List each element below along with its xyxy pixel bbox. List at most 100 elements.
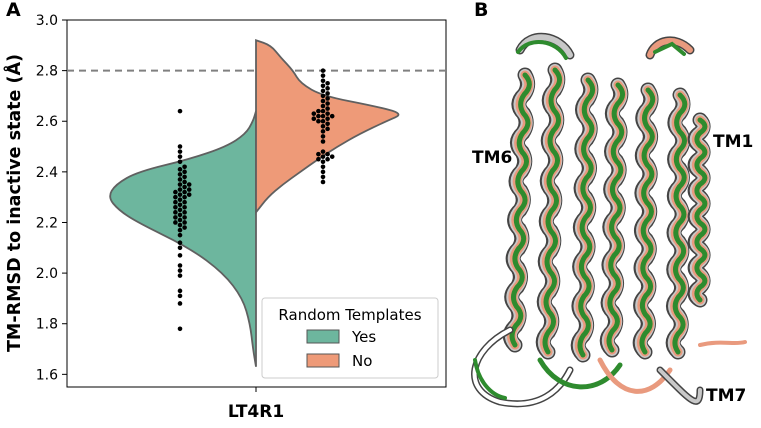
data-point-yes: [186, 192, 192, 197]
data-point-yes: [177, 154, 183, 159]
violin-yes: [109, 110, 257, 367]
data-point-yes: [182, 194, 187, 200]
legend-title: Random Templates: [278, 306, 421, 324]
data-point-no: [320, 164, 326, 170]
legend-label-yes: Yes: [351, 328, 376, 346]
data-point-no: [320, 174, 326, 180]
y-tick-label: 2.0: [36, 266, 58, 282]
data-point-no: [320, 159, 326, 165]
data-point-yes: [177, 301, 183, 306]
data-point-yes: [177, 187, 183, 192]
data-point-yes: [182, 220, 187, 225]
data-point-yes: [177, 108, 183, 114]
legend-label-no: No: [352, 352, 372, 370]
data-point-yes: [177, 202, 183, 208]
legend-swatch-yes: [306, 329, 340, 344]
legend: Random Templates Yes No: [261, 297, 439, 379]
data-point-yes: [186, 187, 192, 192]
swarm-points: [173, 68, 335, 332]
data-point-no: [320, 134, 326, 139]
loops: [471, 32, 747, 408]
y-tick-label: 2.4: [36, 165, 58, 181]
data-point-yes: [177, 144, 183, 149]
data-point-no: [325, 80, 330, 86]
data-point-no: [320, 129, 326, 134]
data-point-yes: [177, 293, 183, 299]
x-tick-label: LT4R1: [228, 402, 284, 422]
data-point-no: [320, 98, 326, 104]
data-point-no: [325, 91, 330, 96]
data-point-no: [325, 126, 330, 132]
data-point-no: [325, 121, 330, 127]
data-point-yes: [173, 210, 178, 215]
data-point-no: [320, 88, 326, 94]
data-point-no: [320, 154, 326, 159]
data-point-yes: [177, 263, 183, 268]
label-tm6: TM6: [472, 148, 513, 168]
data-point-yes: [177, 197, 183, 203]
data-point-yes: [182, 184, 187, 190]
y-tick-label: 2.8: [36, 64, 58, 80]
data-point-yes: [177, 177, 183, 182]
legend-swatch-no: [306, 353, 340, 368]
data-point-no: [320, 108, 326, 114]
legend-box: [261, 297, 439, 379]
data-point-yes: [177, 245, 183, 251]
data-point-yes: [182, 164, 187, 170]
data-point-yes: [186, 182, 192, 187]
data-point-no: [329, 154, 335, 159]
data-point-yes: [182, 174, 187, 180]
data-point-no: [320, 93, 326, 99]
helix-ribbon: [639, 87, 656, 355]
data-point-no: [320, 113, 326, 119]
data-point-yes: [177, 326, 183, 332]
data-point-yes: [173, 215, 178, 220]
panel-b-structure: [471, 32, 747, 408]
data-point-yes: [182, 204, 187, 210]
y-tick-label: 1.8: [36, 317, 58, 333]
data-point-no: [316, 108, 321, 114]
data-point-no: [325, 116, 330, 122]
data-point-yes: [182, 225, 187, 230]
data-point-yes: [177, 212, 183, 218]
data-point-yes: [173, 204, 178, 210]
data-point-no: [316, 113, 321, 119]
data-point-yes: [182, 169, 187, 175]
data-point-yes: [177, 182, 183, 187]
label-tm7: TM7: [706, 386, 747, 406]
data-point-yes: [173, 194, 178, 200]
data-point-no: [320, 83, 326, 89]
data-point-no: [320, 124, 326, 129]
data-point-yes: [177, 227, 183, 233]
panel-letter-a: A: [6, 0, 21, 21]
y-axis-ticks: 1.61.82.02.22.42.62.83.0: [36, 13, 67, 383]
data-point-yes: [182, 179, 187, 185]
data-point-no: [320, 149, 326, 154]
helix-bundle: [502, 62, 711, 363]
data-point-yes: [177, 232, 183, 238]
data-point-no: [320, 139, 326, 144]
data-point-no: [325, 111, 330, 116]
violin-no: [255, 38, 400, 215]
data-point-no: [320, 78, 326, 84]
label-tm1: TM1: [713, 132, 754, 152]
data-point-yes: [177, 288, 183, 294]
data-point-no: [311, 116, 317, 122]
helix-ribbon: [672, 92, 688, 355]
data-point-no: [320, 68, 326, 73]
data-point-yes: [177, 253, 183, 258]
data-point-yes: [177, 273, 183, 278]
data-point-no: [329, 113, 335, 119]
data-point-no: [325, 101, 330, 106]
panel-letter-b: B: [474, 0, 489, 21]
helix-ribbon: [694, 117, 708, 303]
data-point-yes: [182, 210, 187, 215]
data-point-no: [325, 86, 330, 91]
helix-ribbon: [577, 77, 596, 358]
data-point-yes: [177, 192, 183, 197]
data-point-yes: [177, 159, 183, 165]
data-point-no: [320, 73, 326, 78]
y-tick-label: 2.2: [36, 215, 58, 231]
data-point-yes: [173, 199, 178, 205]
helix-ribbon: [606, 82, 626, 353]
